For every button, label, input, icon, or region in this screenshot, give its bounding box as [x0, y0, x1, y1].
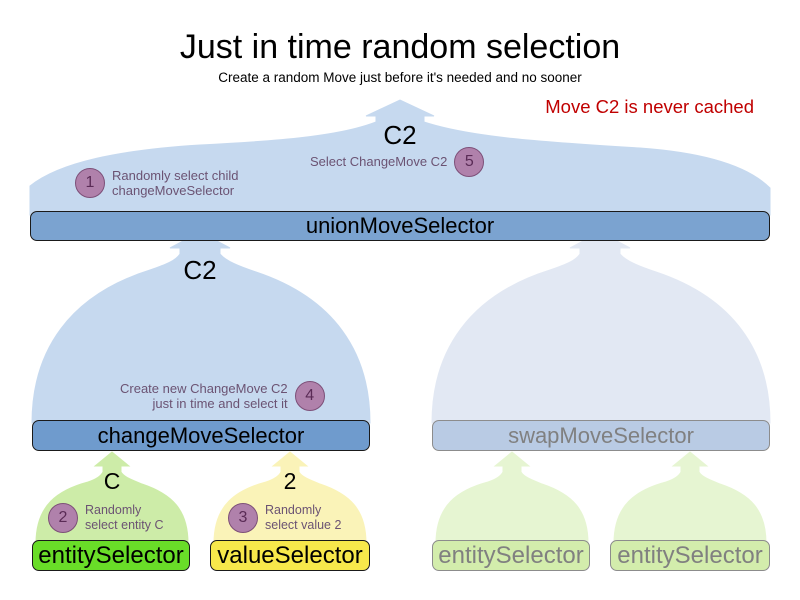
annotation-3: 3 Randomly select value 2 — [228, 503, 341, 533]
page-subtitle: Create a random Move just before it's ne… — [218, 70, 582, 85]
flow-label-top: C2 — [383, 120, 417, 150]
flow-label-value: 2 — [283, 468, 297, 494]
node-entity-selector-change[interactable]: entitySelector — [32, 540, 190, 571]
swap-entity-flow-a — [435, 451, 589, 544]
annotation-2: 2 Randomly select entity C — [48, 503, 164, 533]
annotation-text-2: Randomly select entity C — [85, 503, 164, 532]
flow-label-middle: C2 — [183, 255, 217, 285]
annotation-4: Create new ChangeMove C2 just in time an… — [120, 381, 325, 412]
union-flow-dome — [29, 99, 771, 216]
annotation-badge-5: 5 — [454, 147, 485, 177]
node-entity-selector-swap-a[interactable]: entitySelector — [432, 540, 590, 571]
annotation-badge-2: 2 — [48, 503, 78, 533]
annotation-5: Select ChangeMove C2 5 — [310, 147, 485, 177]
annotation-badge-3: 3 — [228, 503, 258, 533]
node-swap-move-selector[interactable]: swapMoveSelector — [432, 420, 770, 451]
cache-note: Move C2 is never cached — [545, 96, 754, 117]
annotation-text-5: Select ChangeMove C2 — [310, 154, 448, 170]
annotation-text-1: Randomly select child changeMoveSelector — [112, 168, 239, 199]
annotation-badge-1: 1 — [75, 168, 105, 199]
swap-entity-flow-b — [613, 451, 767, 544]
node-union-move-selector[interactable]: unionMoveSelector — [30, 211, 770, 241]
node-entity-selector-swap-b[interactable]: entitySelector — [610, 540, 770, 571]
annotation-badge-4: 4 — [294, 381, 325, 412]
page-title: Just in time random selection — [179, 28, 621, 66]
annotation-text-3: Randomly select value 2 — [265, 503, 342, 532]
annotation-text-4: Create new ChangeMove C2 just in time an… — [120, 381, 288, 412]
node-change-move-selector[interactable]: changeMoveSelector — [32, 420, 370, 451]
node-value-selector[interactable]: valueSelector — [210, 540, 370, 571]
swap-flow-dome — [431, 231, 771, 424]
annotation-1: 1 Randomly select child changeMoveSelect… — [75, 168, 238, 199]
flow-label-entity: C — [103, 468, 121, 494]
